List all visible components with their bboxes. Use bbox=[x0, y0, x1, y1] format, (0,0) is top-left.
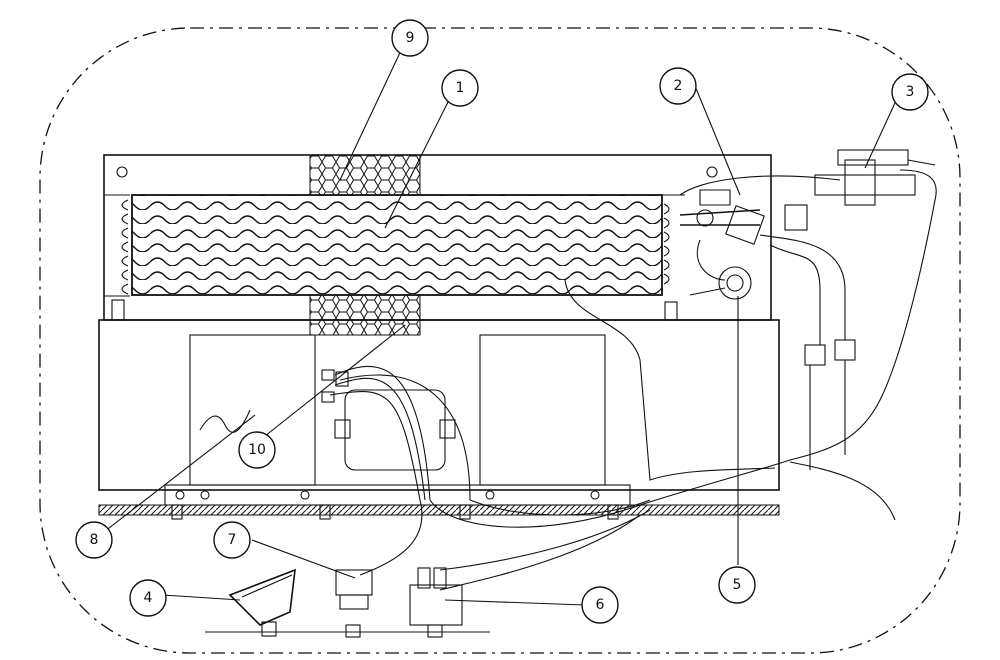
callout-label: 3 bbox=[906, 84, 915, 100]
callout-1: 1 bbox=[441, 69, 479, 107]
callout-8: 8 bbox=[75, 521, 113, 559]
callout-7: 7 bbox=[213, 521, 251, 559]
callout-bubbles: 1 2 3 4 5 6 7 8 9 10 bbox=[75, 19, 929, 624]
callout-circle bbox=[129, 579, 167, 617]
callout-4: 4 bbox=[129, 579, 167, 617]
panel-right bbox=[479, 334, 606, 486]
callout-5: 5 bbox=[718, 566, 756, 604]
callout-circle bbox=[891, 73, 929, 111]
callout-circle bbox=[581, 586, 619, 624]
relay bbox=[409, 567, 463, 638]
callout-6: 6 bbox=[581, 586, 619, 624]
callout-circle bbox=[718, 566, 756, 604]
callout-circle bbox=[659, 67, 697, 105]
probe bbox=[228, 568, 296, 626]
solenoid bbox=[814, 149, 936, 206]
callout-label: 2 bbox=[674, 78, 683, 94]
callout-circle bbox=[213, 521, 251, 559]
callout-label: 6 bbox=[596, 597, 605, 613]
coil-return-bends bbox=[121, 199, 670, 295]
callout-circle bbox=[75, 521, 113, 559]
callout-label: 1 bbox=[456, 80, 465, 96]
connector bbox=[335, 569, 373, 638]
callout-3: 3 bbox=[891, 73, 929, 111]
panel bbox=[189, 334, 316, 486]
mesh-top bbox=[309, 154, 421, 196]
wire-connectors bbox=[321, 369, 349, 403]
callout-10: 10 bbox=[238, 431, 276, 469]
callout-circle bbox=[238, 431, 276, 469]
lower-chassis bbox=[98, 319, 780, 516]
callout-2: 2 bbox=[659, 67, 697, 105]
transformer bbox=[334, 389, 456, 471]
valve bbox=[679, 175, 856, 470]
dashed-boundary bbox=[39, 27, 961, 654]
mesh-bottom bbox=[309, 294, 421, 336]
callout-label: 9 bbox=[406, 30, 415, 46]
callout-label: 4 bbox=[144, 590, 153, 606]
callout-9: 9 bbox=[391, 19, 429, 57]
callout-label: 10 bbox=[248, 442, 266, 458]
callout-circle bbox=[391, 19, 429, 57]
mounting-bolts bbox=[111, 299, 678, 520]
leader-lines bbox=[99, 41, 901, 606]
callout-circle bbox=[441, 69, 479, 107]
callout-label: 7 bbox=[228, 532, 237, 548]
callout-label: 5 bbox=[733, 577, 742, 593]
coil bbox=[131, 194, 663, 296]
callout-label: 8 bbox=[90, 532, 99, 548]
bulb bbox=[689, 239, 752, 300]
